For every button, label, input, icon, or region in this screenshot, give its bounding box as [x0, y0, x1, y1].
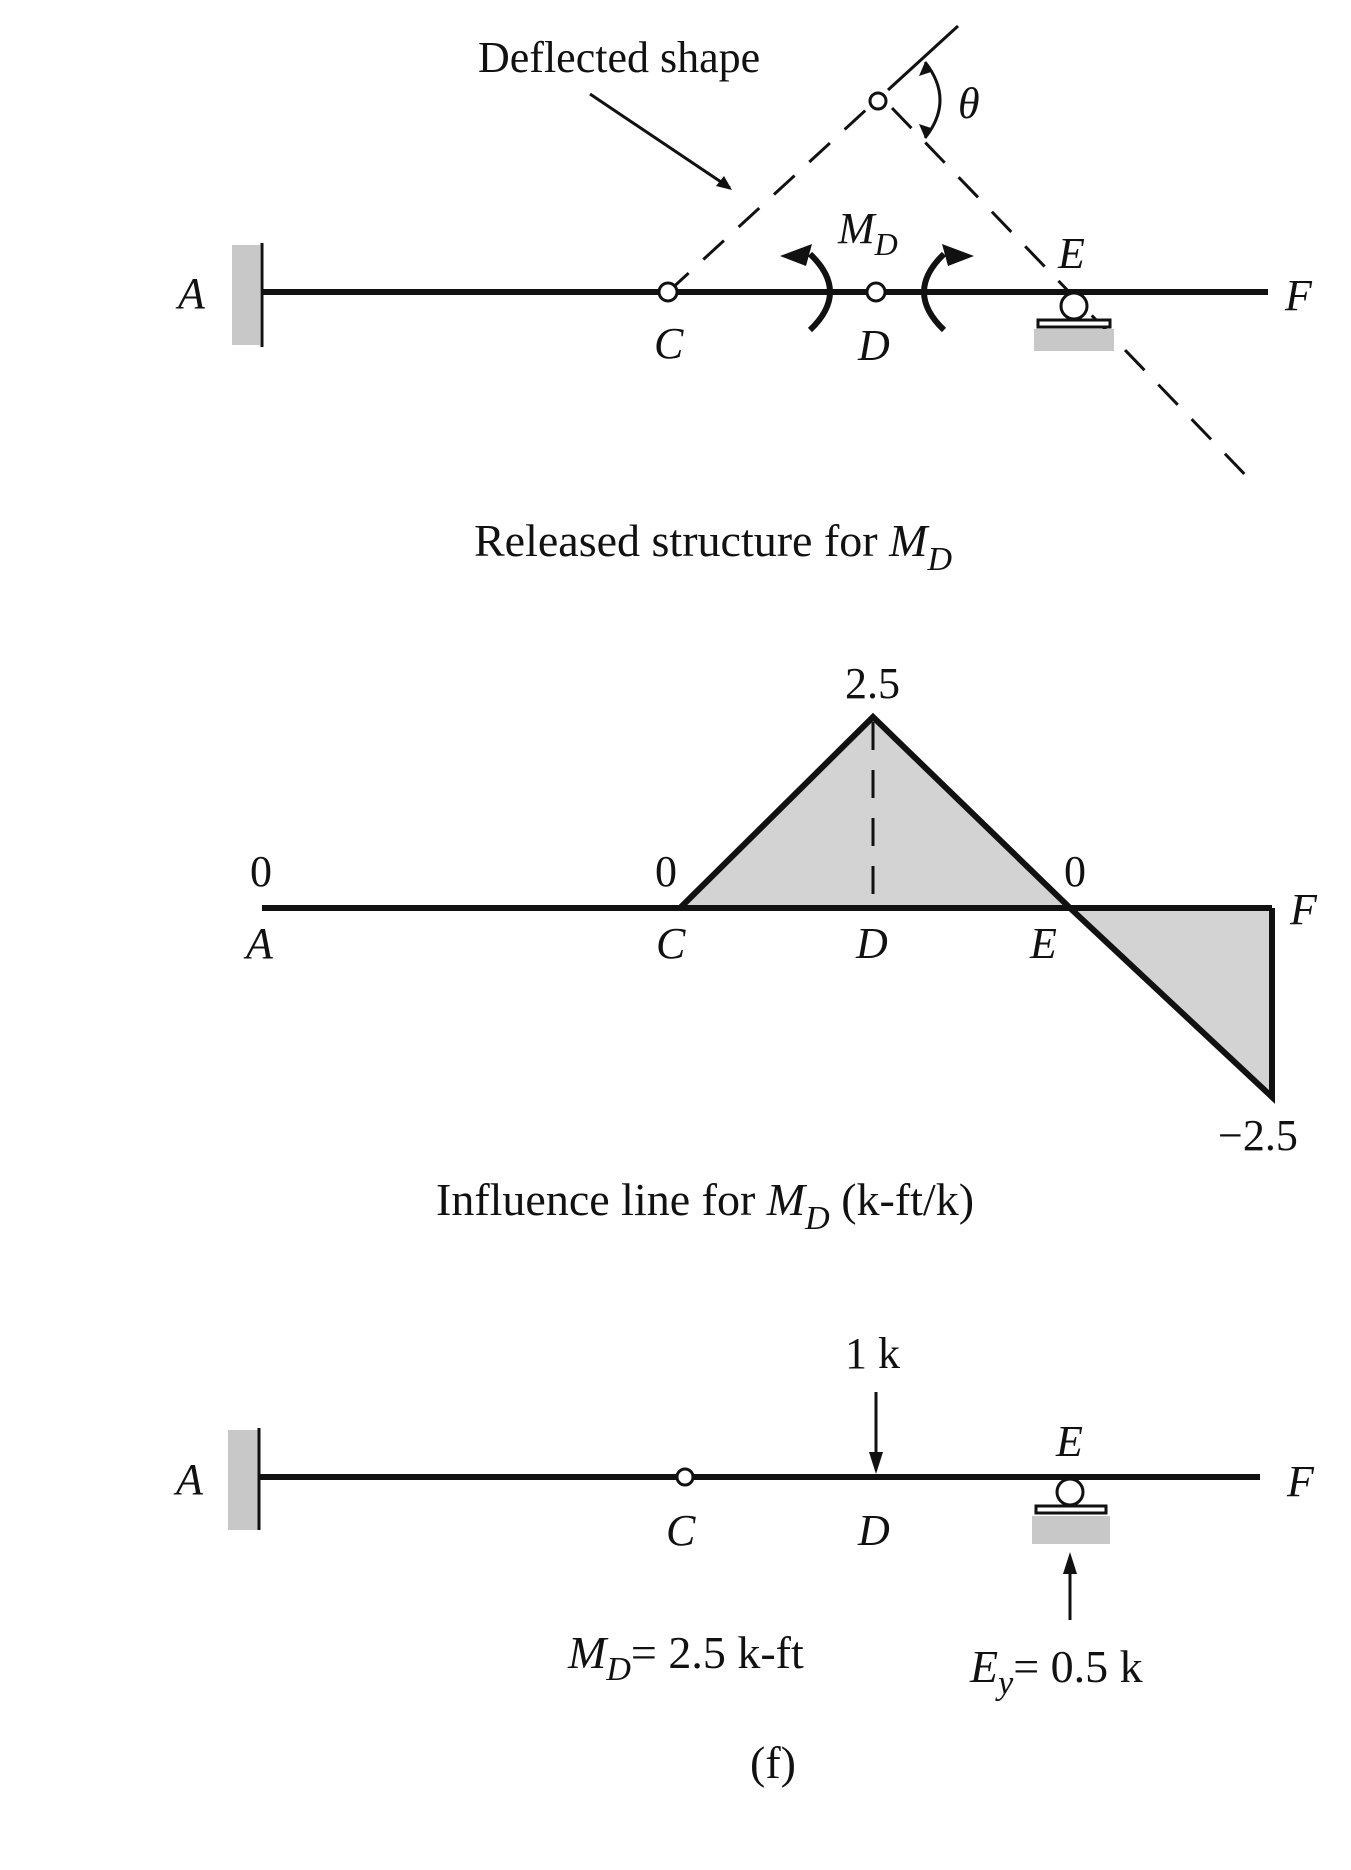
load-label: 1 k [845, 1329, 900, 1378]
label-e: E [1029, 919, 1057, 968]
moment-arc-right [921, 251, 947, 333]
label-a: A [243, 919, 274, 968]
label-d: D [857, 321, 890, 370]
tangent-line [886, 24, 960, 92]
reaction-arrowhead-icon [1063, 1552, 1077, 1574]
moment-arc-left [807, 251, 833, 333]
value-e: 0 [1064, 847, 1086, 896]
moment-arrowhead-icon [780, 244, 812, 266]
arrowhead-icon [919, 124, 931, 138]
value-d: 2.5 [845, 659, 900, 708]
hinge-c [675, 1467, 695, 1487]
label-e: E [1057, 229, 1085, 278]
label-e: E [1055, 1417, 1083, 1466]
ground-hatch [1032, 1516, 1110, 1544]
label-d: D [857, 1506, 890, 1555]
label-f: F [1284, 271, 1313, 320]
load-arrowhead-icon [869, 1452, 883, 1474]
label-d: D [855, 919, 888, 968]
hinge-c [657, 281, 679, 303]
influence-line-caption: Influence line for MD (k-ft/k) [436, 1174, 974, 1237]
value-c: 0 [655, 847, 677, 896]
deflected-shape-label: Deflected shape [478, 33, 760, 82]
roller-plate [1036, 318, 1112, 329]
released-structure-diagram: θ Deflected shape MD A C D E F Released … [175, 24, 1313, 578]
md-label: MD [837, 204, 898, 262]
leader-line [589, 92, 731, 190]
theta-arc [923, 61, 942, 139]
loaded-beam-diagram: 1 k A C D E F MD= 2.5 k-ft Ey= 0.5 k (f) [173, 1329, 1315, 1788]
arrowhead-icon [716, 176, 732, 190]
label-f: F [1289, 885, 1318, 934]
positive-region [680, 717, 1070, 908]
fixed-support-hatch [232, 245, 260, 345]
moment-arrowhead-icon [942, 244, 974, 266]
roller-plate [1034, 1504, 1108, 1515]
value-f: −2.5 [1218, 1111, 1298, 1160]
roller-e [1055, 1477, 1085, 1507]
label-f: F [1286, 1457, 1315, 1506]
apex-hinge [868, 91, 888, 111]
label-a: A [173, 1455, 204, 1504]
roller-e [1059, 291, 1089, 321]
released-structure-caption: Released structure for MD [474, 515, 952, 578]
value-a: 0 [250, 847, 272, 896]
arrowhead-icon [919, 62, 931, 76]
theta-label: θ [958, 79, 980, 128]
md-result: MD= 2.5 k-ft [567, 1627, 804, 1688]
label-c: C [654, 319, 684, 368]
deflected-shape-left [666, 106, 870, 294]
label-c: C [656, 919, 686, 968]
influence-line-diagram: 2.5 0 0 0 −2.5 A C D E F Influence line … [243, 659, 1318, 1237]
label-a: A [175, 269, 206, 318]
fixed-support-hatch [228, 1430, 258, 1530]
influence-line [677, 712, 1275, 1104]
label-c: C [666, 1506, 696, 1555]
figure-label: (f) [750, 1737, 796, 1788]
hinge-d [865, 281, 887, 303]
ground-hatch [1034, 329, 1114, 351]
ey-result: Ey= 0.5 k [969, 1641, 1143, 1702]
